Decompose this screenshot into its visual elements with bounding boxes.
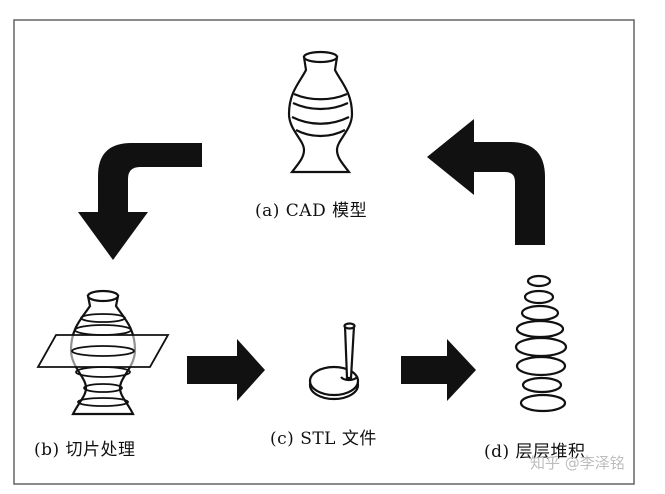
layer-disc	[514, 336, 568, 358]
cutting-plane	[36, 334, 170, 368]
watermark-text: 知乎 @李泽铭	[530, 454, 625, 472]
layer-disc	[523, 289, 555, 305]
layer-disc	[521, 376, 563, 394]
caption-stl-file: (c) STL 文件	[270, 429, 377, 449]
cad-bottle-figure	[287, 50, 354, 174]
sliced-bottle-figure	[36, 289, 170, 416]
caption-stacking: (d) 层层堆积	[484, 442, 586, 462]
layer-disc	[520, 304, 560, 322]
arrow-to-stl	[187, 339, 265, 401]
caption-slicing: (b) 切片处理	[34, 440, 136, 460]
diagram-border	[13, 19, 635, 485]
layer-disc	[526, 274, 552, 288]
stl-file-figure	[308, 322, 360, 401]
layer-disc	[519, 393, 567, 413]
arrow-to-cad	[427, 119, 545, 245]
arrow-to-stacking	[401, 339, 476, 401]
layer-disc	[515, 319, 565, 339]
arrow-to-slicing	[78, 143, 202, 260]
stacked-layers-figure	[514, 274, 568, 413]
caption-cad-model: (a) CAD 模型	[255, 201, 368, 221]
layer-disc	[515, 355, 567, 377]
